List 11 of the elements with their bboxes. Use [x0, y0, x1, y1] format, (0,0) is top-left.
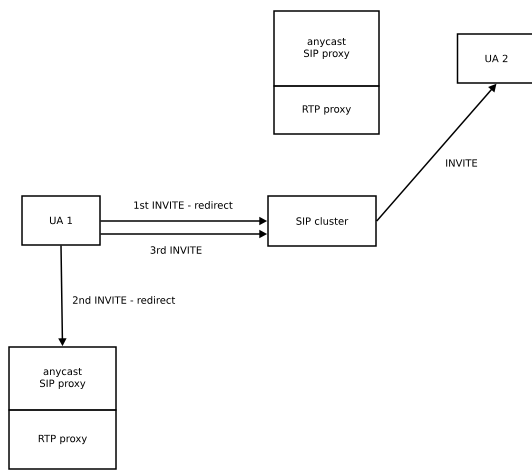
agent-box: UA 1: [21, 195, 101, 246]
edge-label: 1st INVITE - redirect: [132, 200, 234, 210]
edge-label: INVITE: [444, 158, 479, 168]
proxy-box: anycast SIP proxy: [273, 10, 380, 87]
edge-label: 2nd INVITE - redirect: [71, 295, 176, 305]
proxy-box: anycast SIP proxy: [8, 346, 117, 411]
edge-label: 3rd INVITE: [148, 245, 204, 255]
cluster-box: SIP cluster: [267, 195, 377, 247]
proxy-box: RTP proxy: [8, 409, 117, 470]
proxy-box: RTP proxy: [273, 85, 380, 135]
agent-box: UA 2: [456, 33, 532, 84]
